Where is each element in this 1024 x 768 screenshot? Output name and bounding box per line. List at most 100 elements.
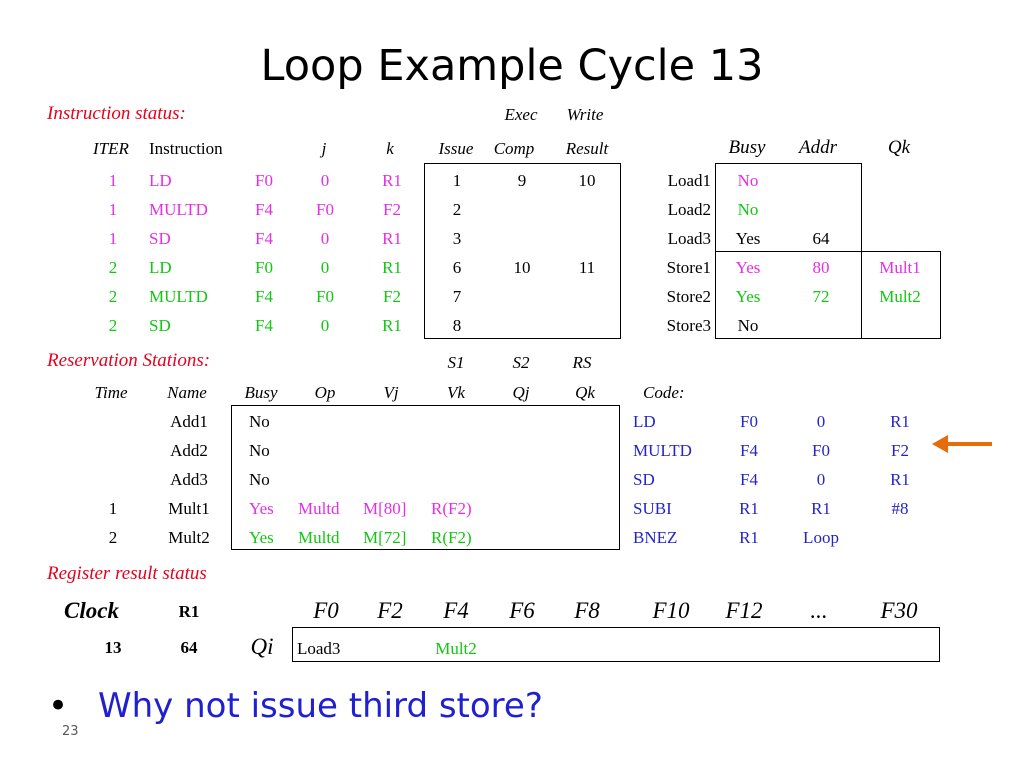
code-arg1: F0 <box>740 412 758 431</box>
instr-j: 0 <box>320 316 330 335</box>
instr-result: 11 <box>578 258 596 277</box>
register-header: F4 <box>443 598 469 623</box>
buffer-name: Load1 <box>667 171 711 190</box>
rs-name: Add1 <box>170 412 208 431</box>
write-header: Write <box>566 105 604 124</box>
rs-busy: Yes <box>249 499 274 518</box>
instr-op: LD <box>149 258 172 277</box>
instr-dest: F4 <box>255 316 273 335</box>
instr-iter: 1 <box>108 229 118 248</box>
rs-vk: R(F2) <box>431 499 472 518</box>
rs-busy: Yes <box>249 528 274 547</box>
code-arg3: R1 <box>890 470 910 489</box>
op-header: Op <box>314 383 336 402</box>
vk-header: Vk <box>447 383 465 402</box>
instr-k: R1 <box>382 229 402 248</box>
instr-k: F2 <box>383 200 401 219</box>
code-arg3: F2 <box>891 441 909 460</box>
instr-iter: 2 <box>108 316 118 335</box>
clock-value: 13 <box>104 638 122 657</box>
buffer-addr: 72 <box>812 287 830 306</box>
register-qi-value: Mult2 <box>435 639 477 658</box>
instr-iter: 1 <box>108 171 118 190</box>
s2-header: S2 <box>512 353 530 372</box>
buffer-name: Store1 <box>666 258 711 277</box>
instr-issue: 6 <box>452 258 462 277</box>
register-header: F12 <box>725 598 763 623</box>
instr-iter: 2 <box>108 287 118 306</box>
r1-label: R1 <box>178 602 200 621</box>
code-op: MULTD <box>633 441 692 460</box>
buffer-busy: Yes <box>735 287 761 306</box>
instr-dest: F4 <box>255 200 273 219</box>
instruction-status-title: Instruction status: <box>47 103 186 124</box>
clock-label: Clock <box>64 598 119 623</box>
instr-k: R1 <box>382 171 402 190</box>
instr-j: F0 <box>316 287 334 306</box>
instr-dest: F4 <box>255 229 273 248</box>
time-header: Time <box>94 383 128 402</box>
register-qi-box <box>292 627 940 662</box>
register-header: F8 <box>574 598 600 623</box>
bullet-question: Why not issue third store? <box>98 686 543 726</box>
code-arg2: F0 <box>812 441 830 460</box>
instruction-status-box <box>424 163 621 339</box>
buffer-name: Load3 <box>667 229 711 248</box>
register-qi-value: Load3 <box>297 639 341 658</box>
code-arg2: Loop <box>803 528 839 547</box>
instr-j: 0 <box>320 258 330 277</box>
instr-op: SD <box>149 229 171 248</box>
qk-header: Qk <box>887 137 911 158</box>
instr-issue: 8 <box>452 316 462 335</box>
result-header: Result <box>565 139 609 158</box>
code-op: SD <box>633 470 655 489</box>
instr-j: F0 <box>316 200 334 219</box>
buffer-qk: Mult2 <box>879 287 921 306</box>
buffer-busy: Yes <box>735 229 761 248</box>
code-arg2: R1 <box>811 499 831 518</box>
instr-comp: 10 <box>513 258 531 277</box>
instr-op: MULTD <box>149 200 208 219</box>
instr-op: LD <box>149 171 172 190</box>
instr-iter: 2 <box>108 258 118 277</box>
instr-k: R1 <box>382 316 402 335</box>
buffer-addr: 64 <box>812 229 830 248</box>
buffer-name: Store2 <box>666 287 711 306</box>
buffer-addr: 80 <box>812 258 830 277</box>
issue-header: Issue <box>438 139 474 158</box>
instr-k: R1 <box>382 258 402 277</box>
instr-k: F2 <box>383 287 401 306</box>
instruction-header: Instruction <box>149 139 223 158</box>
register-header: ... <box>810 598 828 623</box>
instr-issue: 2 <box>452 200 462 219</box>
buffer-name: Store3 <box>666 316 711 335</box>
rs-op: Multd <box>298 528 340 547</box>
slide-title: Loop Example Cycle 13 <box>260 41 764 91</box>
rs-vj: M[80] <box>363 499 407 518</box>
j-header: j <box>321 139 327 158</box>
register-header: F6 <box>509 598 535 623</box>
code-arg1: F4 <box>740 441 758 460</box>
reservation-stations-title: Reservation Stations: <box>47 350 211 371</box>
rs-vj: M[72] <box>363 528 407 547</box>
instr-result: 10 <box>578 171 596 190</box>
rs-op: Multd <box>298 499 340 518</box>
code-arg1: R1 <box>739 528 759 547</box>
instr-issue: 7 <box>452 287 462 306</box>
register-status-title: Register result status <box>47 563 207 584</box>
instr-j: 0 <box>320 171 330 190</box>
qj-header: Qj <box>512 383 530 402</box>
code-arg2: 0 <box>816 412 826 431</box>
code-arg1: F4 <box>740 470 758 489</box>
s1-header: S1 <box>447 353 465 372</box>
rs-name: Add3 <box>170 470 208 489</box>
instr-comp: 9 <box>517 171 527 190</box>
instr-j: 0 <box>320 229 330 248</box>
instr-op: MULTD <box>149 287 208 306</box>
name-header: Name <box>167 383 207 402</box>
instr-issue: 3 <box>452 229 462 248</box>
reservation-stations-box <box>231 405 620 550</box>
rs-header: RS <box>572 353 592 372</box>
code-arg1: R1 <box>739 499 759 518</box>
rs-busy: No <box>249 470 270 489</box>
